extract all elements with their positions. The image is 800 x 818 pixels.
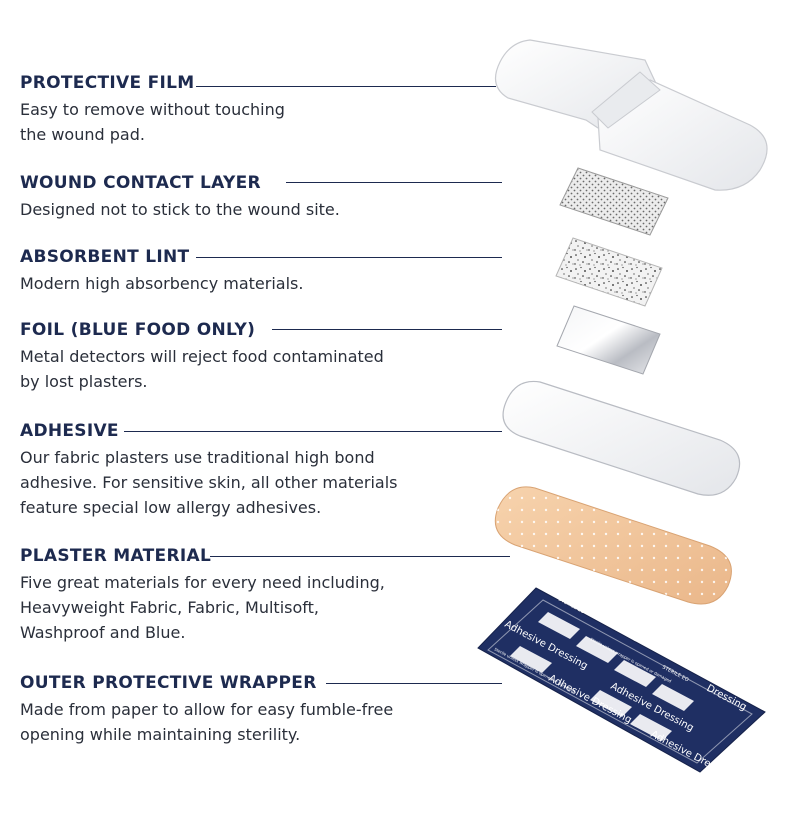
layer-description: Our fabric plasters use traditional high… (20, 448, 398, 517)
layer-title: PROTECTIVE FILM (20, 73, 195, 93)
layer-description: Designed not to stick to the wound site. (20, 200, 340, 219)
layer-title: PLASTER MATERIAL (20, 546, 212, 566)
layer-description: Made from paper to allow for easy fumble… (20, 700, 394, 744)
adhesive-illustration (502, 380, 741, 496)
layer-foil: FOIL (BLUE FOOD ONLY) Metal detectors wi… (20, 320, 384, 394)
protective-film-illustration (494, 39, 768, 191)
leader-line-adhesive (124, 431, 502, 432)
leader-line-foil (272, 329, 502, 330)
layer-title: FOIL (BLUE FOOD ONLY) (20, 320, 256, 340)
absorbent-lint-illustration (555, 237, 663, 307)
layer-description: Modern high absorbency materials. (20, 274, 304, 293)
wound-contact-layer-illustration (559, 167, 669, 236)
leader-line-absorbent-lint (196, 257, 502, 258)
layer-protective-film: PROTECTIVE FILM Easy to remove without t… (20, 73, 285, 147)
layer-absorbent-lint: ABSORBENT LINT Modern high absorbency ma… (20, 247, 303, 296)
layer-outer-wrapper: OUTER PROTECTIVE WRAPPER Made from paper… (20, 673, 393, 747)
layer-wound-contact-layer: WOUND CONTACT LAYER Designed not to stic… (20, 173, 340, 222)
layer-description: Easy to remove without touching the woun… (20, 100, 285, 144)
layer-plaster-material: PLASTER MATERIAL Five great materials fo… (20, 546, 385, 645)
plaster-material-illustration (494, 486, 732, 605)
layer-adhesive: ADHESIVE Our fabric plasters use traditi… (20, 421, 397, 520)
layer-description: Metal detectors will reject food contami… (20, 347, 384, 391)
foil-illustration (556, 305, 661, 375)
layer-description: Five great materials for every need incl… (20, 573, 385, 642)
layer-title: OUTER PROTECTIVE WRAPPER (20, 673, 317, 693)
leader-line-protective-film (196, 86, 496, 87)
layer-title: ADHESIVE (20, 421, 119, 441)
leader-line-plaster-material (210, 556, 510, 557)
layer-title: ABSORBENT LINT (20, 247, 190, 267)
layer-title: WOUND CONTACT LAYER (20, 173, 261, 193)
leader-line-outer-wrapper (326, 683, 502, 684)
leader-line-wound-contact-layer (286, 182, 502, 183)
outer-wrapper-illustration (477, 587, 766, 773)
